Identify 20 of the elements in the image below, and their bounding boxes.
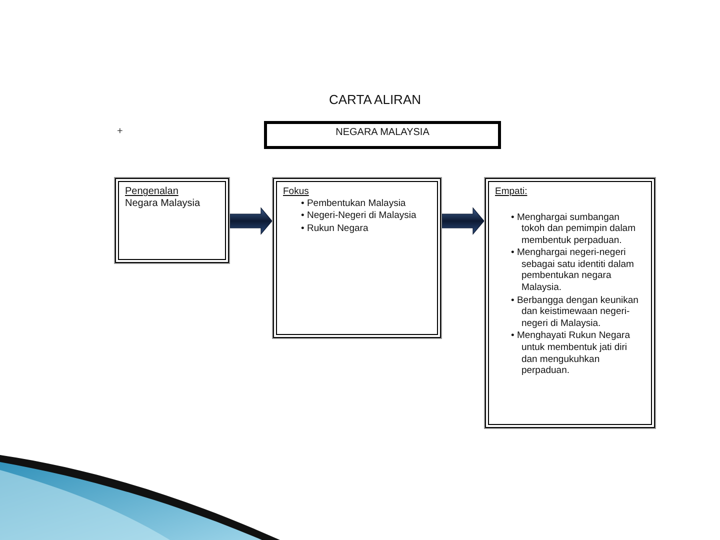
content-box <box>115 178 229 263</box>
diagram-title: CARTA ALIRAN <box>328 92 422 107</box>
bullet-item: • Rukun Negara <box>301 222 370 234</box>
bullet-item: • Berbangga dengan keunikan dan keistimewaan negeri-negeri di Malaysia. <box>511 294 640 330</box>
plus-mark: + <box>117 126 123 137</box>
block-arrow <box>230 207 272 235</box>
box-title: NEGARA MALAYSIA <box>334 127 430 140</box>
box-heading: Pengenalan <box>125 186 180 198</box>
bullet-item: • Menghargai negeri-negeri sebagai satu identiti dalam pembentukan negara Malaysia. <box>511 247 635 294</box>
box-heading: Fokus <box>283 186 310 198</box>
content-box <box>485 178 655 428</box>
box-heading: Empati: <box>495 186 528 198</box>
box-text: Negara Malaysia <box>125 198 202 210</box>
bullet-item: • Menghargai sumbangan tokoh dan pemimpin dalam membentuk perpaduan. <box>511 212 637 246</box>
bullet-item: • Pembentukan Malaysia <box>301 198 407 210</box>
title-box <box>264 121 501 149</box>
bullet-item: • Negeri-Negeri di Malaysia <box>301 210 418 222</box>
bullet-item: • Menghayati Rukun Negara untuk membentuk jati diri dan mengukuhkan perpaduan. <box>511 330 631 377</box>
block-arrow <box>442 207 484 235</box>
content-box <box>273 178 441 338</box>
